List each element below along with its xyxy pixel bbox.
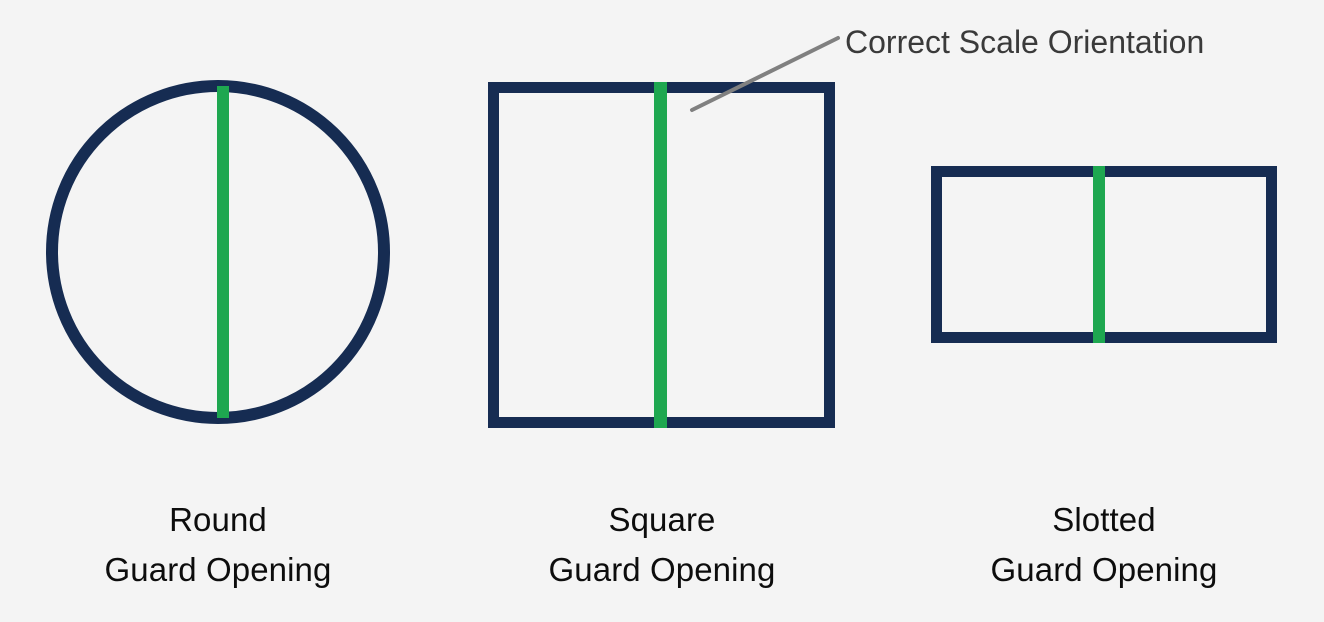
slotted-guard-scale-bar bbox=[1093, 166, 1105, 343]
square-caption-line-1: Square bbox=[608, 501, 716, 538]
annotation-label: Correct Scale Orientation bbox=[845, 24, 1205, 60]
slotted-caption-line-2: Guard Opening bbox=[990, 551, 1218, 588]
square-caption-line-2: Guard Opening bbox=[548, 551, 776, 588]
annotation-leader-line bbox=[690, 36, 840, 112]
slotted-guard-opening-caption: Slotted Guard Opening bbox=[904, 495, 1304, 595]
square-guard-scale-bar bbox=[654, 82, 667, 428]
slotted-caption-line-1: Slotted bbox=[1052, 501, 1156, 538]
round-guard-scale-bar bbox=[217, 86, 229, 418]
round-caption-line-1: Round bbox=[169, 501, 267, 538]
round-guard-opening-caption: Round Guard Opening bbox=[18, 495, 418, 595]
round-caption-line-2: Guard Opening bbox=[104, 551, 332, 588]
square-guard-opening-caption: Square Guard Opening bbox=[462, 495, 862, 595]
round-guard-opening-figure bbox=[46, 80, 390, 424]
slotted-guard-opening-figure bbox=[931, 166, 1277, 343]
square-guard-opening-figure bbox=[488, 82, 835, 428]
